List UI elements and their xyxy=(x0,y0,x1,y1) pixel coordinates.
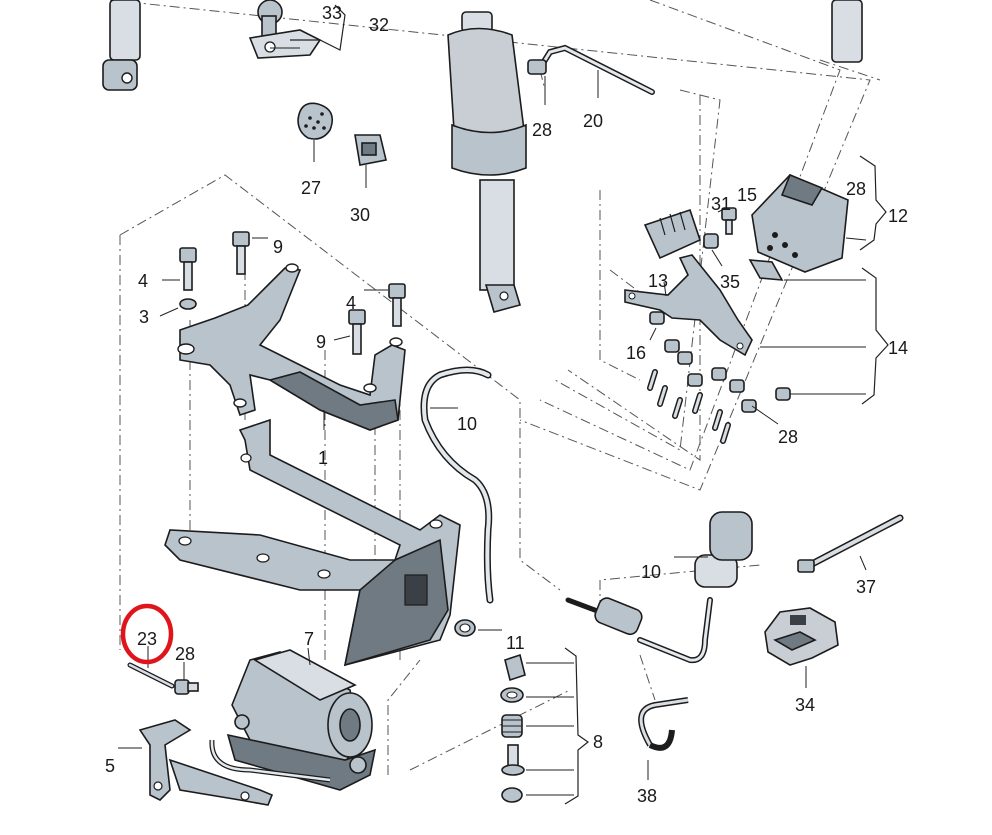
part-37-cable-tie xyxy=(797,514,904,573)
part-label-20: 20 xyxy=(583,111,603,131)
part-23-pin xyxy=(127,662,175,689)
part-5-bracket xyxy=(138,719,274,806)
part-label-28-pins: 28 xyxy=(778,427,798,447)
air-strut xyxy=(447,11,527,313)
part-label-12: 12 xyxy=(888,206,908,226)
part-1-bracket-assembly xyxy=(164,263,461,667)
leader-lines xyxy=(118,47,867,796)
part-label-35: 35 xyxy=(720,272,740,292)
part-label-13: 13 xyxy=(648,271,668,291)
part-28-screw-lower xyxy=(174,679,199,695)
strut-top-right xyxy=(831,0,863,63)
braces xyxy=(564,155,889,805)
part-label-32: 32 xyxy=(369,15,389,35)
part-label-33: 33 xyxy=(322,3,342,23)
part-31-connector xyxy=(643,208,701,260)
part-label-14: 14 xyxy=(888,338,908,358)
part-16-nut xyxy=(649,311,665,325)
part-label-10-hose: 10 xyxy=(457,414,477,434)
part-label-11: 11 xyxy=(506,633,525,653)
part-13-14-bracket xyxy=(624,254,784,357)
part-label-3: 3 xyxy=(139,307,149,327)
part-label-16: 16 xyxy=(626,343,646,363)
part-label-31: 31 xyxy=(711,194,731,214)
part-30-clip xyxy=(354,134,387,166)
part-27-bump-stop xyxy=(297,102,334,140)
highlight-circle xyxy=(120,603,174,665)
part-14-pins xyxy=(647,339,791,444)
part-33-bracket xyxy=(248,0,322,59)
part-label-1: 1 xyxy=(318,448,328,468)
part-12-control-unit xyxy=(751,173,849,273)
part-10-damper-pipe xyxy=(565,511,753,664)
part-label-30: 30 xyxy=(350,205,370,225)
part-label-9-top: 9 xyxy=(273,237,283,257)
part-38-tie xyxy=(638,697,689,751)
part-label-7: 7 xyxy=(304,629,314,649)
part-labels: 33 32 27 30 28 20 4 3 9 4 9 1 10 31 15 2… xyxy=(105,3,908,806)
part-label-38: 38 xyxy=(637,786,657,806)
part-34-clip xyxy=(764,607,839,666)
part-label-28-top: 28 xyxy=(532,120,552,140)
part-label-37: 37 xyxy=(856,577,876,597)
part-label-5: 5 xyxy=(105,756,115,776)
part-label-8: 8 xyxy=(593,732,603,752)
part-15-screw xyxy=(721,207,737,235)
part-11-clamp xyxy=(454,619,476,637)
bolts-4-9 xyxy=(179,231,406,355)
part-7-compressor xyxy=(209,649,377,791)
part-label-28-control: 28 xyxy=(846,179,866,199)
part-20-pipe xyxy=(527,44,655,95)
part-label-9-mid: 9 xyxy=(316,332,326,352)
part-label-10-damper: 10 xyxy=(641,562,661,582)
part-label-15: 15 xyxy=(737,185,757,205)
part-8-stack xyxy=(500,653,526,803)
part-label-4-right: 4 xyxy=(346,293,356,313)
part-label-34: 34 xyxy=(795,695,815,715)
shock-absorber-left xyxy=(102,0,141,91)
part-label-28-lower: 28 xyxy=(175,644,195,664)
part-label-23: 23 xyxy=(137,629,157,649)
part-label-27: 27 xyxy=(301,178,321,198)
part-label-4-left: 4 xyxy=(138,271,148,291)
part-35-sensor xyxy=(703,233,719,249)
part-10-hose xyxy=(420,366,494,604)
